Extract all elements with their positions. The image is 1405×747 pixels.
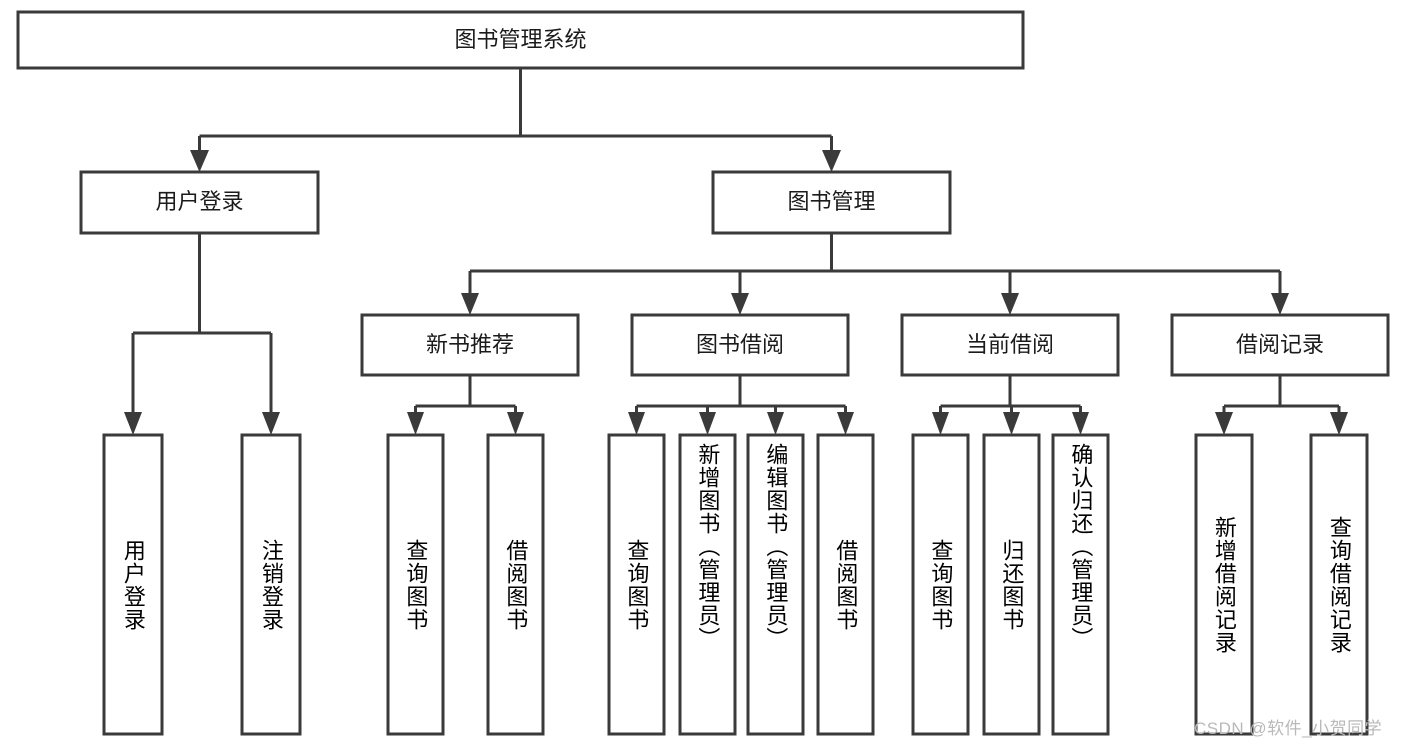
node-book-borrow-label: 图书借阅 (696, 332, 784, 357)
leaf-box-user-login[interactable] (102, 433, 164, 736)
leaf-box-add-borrow-record[interactable] (1194, 433, 1254, 736)
node-book-management-label: 图书管理 (787, 189, 875, 214)
leaf-box-query-book-3[interactable] (911, 433, 970, 736)
node-current-borrow-label: 当前借阅 (966, 332, 1054, 357)
node-current-borrow[interactable]: 当前借阅 (900, 313, 1120, 377)
leaf-box-query-borrow-record[interactable] (1309, 433, 1369, 736)
node-new-book-recommend[interactable]: 新书推荐 (360, 313, 580, 377)
leaf-box-logout[interactable] (240, 433, 302, 736)
leaf-box-confirm-return-admin[interactable] (1051, 433, 1110, 736)
node-root-label: 图书管理系统 (454, 27, 586, 52)
connector-user-login-to-leaves (124, 233, 280, 435)
leaf-box-add-book-admin[interactable] (678, 433, 737, 736)
connector-current-borrow-to-leaves (932, 375, 1089, 435)
leaf-box-query-book-1[interactable] (386, 433, 445, 736)
connector-book-management-to-level2 (461, 233, 1289, 315)
node-root[interactable]: 图书管理系统 (16, 10, 1025, 70)
leaf-box-borrow-book-2[interactable] (816, 433, 875, 736)
node-book-management[interactable]: 图书管理 (711, 170, 952, 235)
node-new-book-recommend-label: 新书推荐 (426, 332, 514, 357)
connector-root-to-level1 (190, 68, 841, 172)
leaf-boxes (102, 433, 1369, 736)
connector-borrow-record-to-leaves (1215, 375, 1348, 435)
node-user-login-label: 用户登录 (155, 189, 243, 214)
node-borrow-record[interactable]: 借阅记录 (1170, 313, 1390, 377)
node-book-borrow[interactable]: 图书借阅 (630, 313, 850, 377)
watermark: CSDN @软件_小贺同学 (1194, 719, 1383, 738)
node-borrow-record-label: 借阅记录 (1236, 332, 1324, 357)
node-user-login[interactable]: 用户登录 (79, 170, 320, 235)
leaf-box-query-book-2[interactable] (607, 433, 666, 736)
connector-book-borrow-to-leaves (628, 375, 854, 435)
connector-new-book-recommend-to-leaves (407, 375, 524, 435)
leaf-box-borrow-book-1[interactable] (486, 433, 545, 736)
leaf-box-edit-book-admin[interactable] (746, 433, 805, 736)
leaf-box-return-book[interactable] (982, 433, 1041, 736)
